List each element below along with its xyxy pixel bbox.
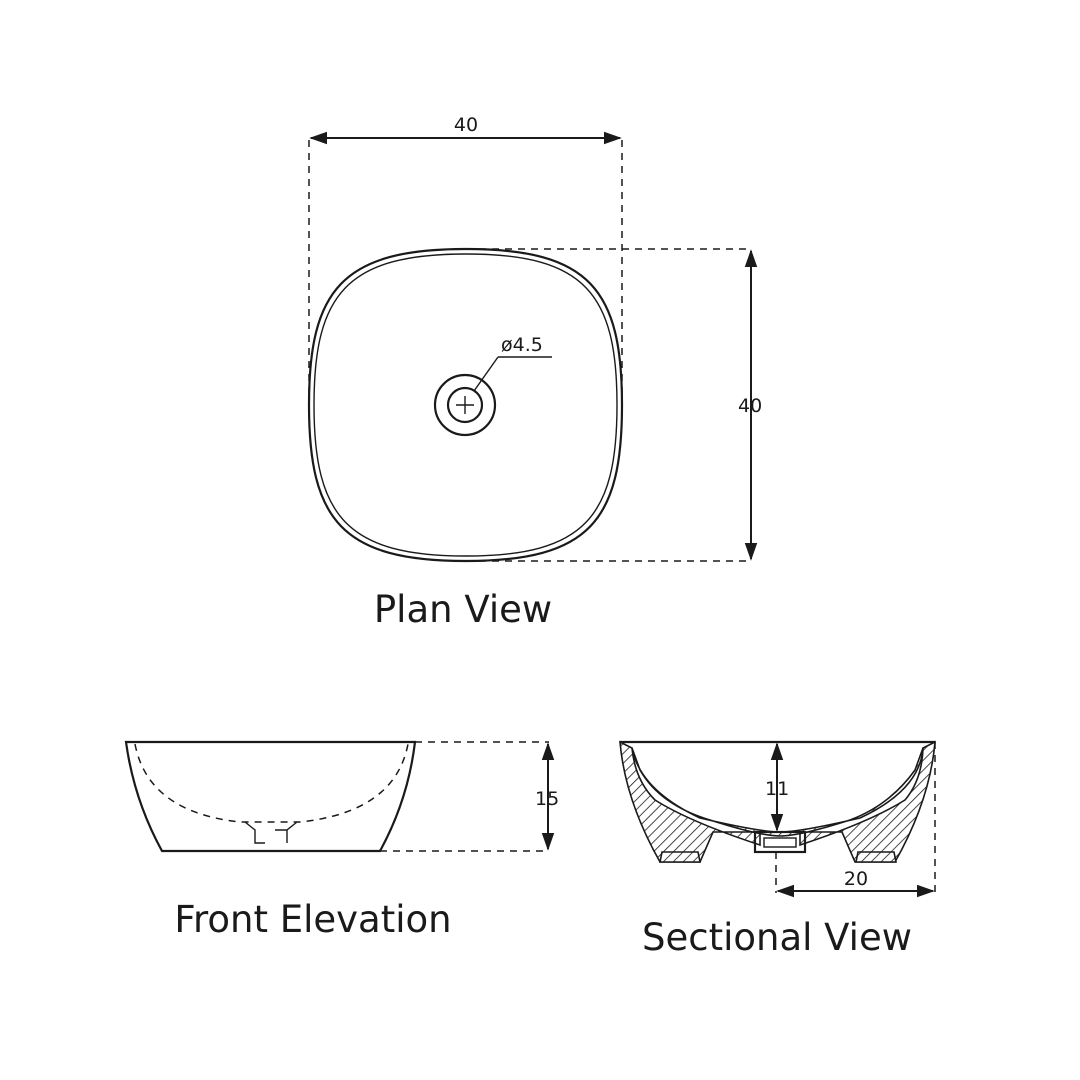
section-drain-hole (763, 837, 797, 848)
section-depth-label: 11 (765, 778, 789, 800)
plan-view: 40 40 ø4.5 Plan View (307, 114, 762, 631)
plan-drain-label: ø4.5 (501, 334, 543, 356)
front-elevation-title: Front Elevation (174, 898, 451, 941)
elevation-basin-outline (124, 740, 417, 853)
section-right-wall (799, 740, 936, 863)
elevation-height-label: 15 (535, 788, 559, 810)
section-left-wall (619, 740, 761, 863)
section-base-label: 20 (844, 868, 868, 890)
elevation-hidden-bowl (134, 743, 409, 823)
plan-width-label: 40 (454, 114, 478, 136)
plan-basin-outer-rim (307, 247, 624, 563)
section-foot-right (855, 851, 897, 863)
section-drain-body (753, 830, 807, 854)
plan-drain-inner-circle (446, 386, 484, 424)
sectional-view: 11 20 Sectional View (619, 740, 936, 959)
plan-drain-outer-circle (433, 373, 497, 437)
sectional-view-title: Sectional View (642, 916, 912, 959)
plan-view-title: Plan View (374, 588, 552, 631)
front-elevation: 15 Front Elevation (124, 740, 559, 941)
section-bowl-shell (631, 747, 924, 837)
section-foot-left (659, 851, 701, 863)
elevation-hidden-drain (244, 821, 298, 844)
plan-drain-leader (473, 356, 499, 392)
plan-depth-label: 40 (738, 395, 762, 417)
plan-basin-inner-rim (313, 253, 618, 557)
